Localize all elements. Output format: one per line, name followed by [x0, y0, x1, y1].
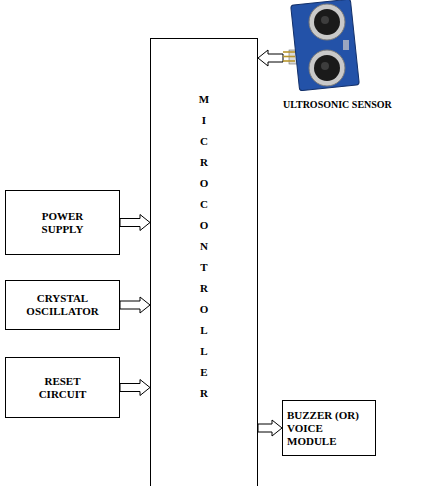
box-label: CRYSTAL OSCILLATOR	[23, 292, 103, 318]
process-box: POWER SUPPLY	[5, 190, 120, 255]
microcontroller-box: MICROCONTROLLER	[150, 38, 258, 486]
process-box: RESET CIRCUIT	[5, 357, 120, 418]
process-box: CRYSTAL OSCILLATOR	[5, 280, 120, 330]
block-arrow	[120, 297, 150, 313]
vertical-label: MICROCONTROLLER	[199, 89, 210, 404]
block-arrow	[120, 215, 150, 231]
output-box: BUZZER (OR) VOICE MODULE	[282, 400, 376, 456]
box-label: ULTROSONIC SENSOR	[283, 98, 392, 111]
box-label: RESET CIRCUIT	[23, 375, 103, 401]
box-label: BUZZER (OR) VOICE MODULE	[283, 409, 375, 448]
box-label: POWER SUPPLY	[23, 210, 103, 236]
block-arrow	[258, 420, 282, 436]
sensor-illustration	[283, 0, 363, 92]
block-arrow	[120, 380, 150, 396]
ultrasonic-sensor: ULTROSONIC SENSOR	[283, 0, 443, 112]
block-arrow	[258, 50, 283, 66]
